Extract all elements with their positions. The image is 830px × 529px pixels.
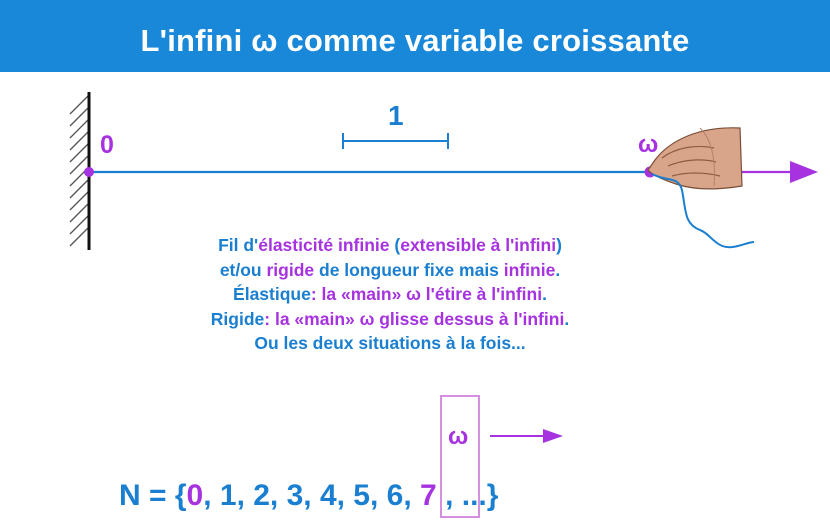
box-omega-label: ω bbox=[448, 423, 468, 450]
description: Fil d'élasticité infinie (extensible à l… bbox=[120, 233, 660, 356]
omega-label: ω bbox=[638, 131, 658, 158]
description-line-1: Fil d'élasticité infinie (extensible à l… bbox=[120, 233, 660, 258]
description-line-5: Ou les deux situations à la fois... bbox=[120, 331, 660, 356]
description-line-4: Rigide: la «main» ω glisse dessus à l'in… bbox=[120, 307, 660, 332]
origin-label: 0 bbox=[100, 131, 114, 159]
hand-icon bbox=[648, 128, 742, 189]
description-line-2: et/ou rigide de longueur fixe mais infin… bbox=[120, 258, 660, 283]
origin-dot bbox=[84, 167, 94, 177]
box-arrow-head bbox=[543, 429, 563, 443]
set-notation: N = {0, 1, 2, 3, 4, 5, 6, 7 , ...} bbox=[119, 479, 498, 513]
unit-segment bbox=[343, 133, 448, 149]
omega-arrow-head bbox=[790, 161, 818, 183]
set-seven: 7 bbox=[420, 479, 437, 512]
unit-label: 1 bbox=[388, 100, 404, 131]
description-line-3: Élastique: la «main» ω l'étire à l'infin… bbox=[120, 282, 660, 307]
